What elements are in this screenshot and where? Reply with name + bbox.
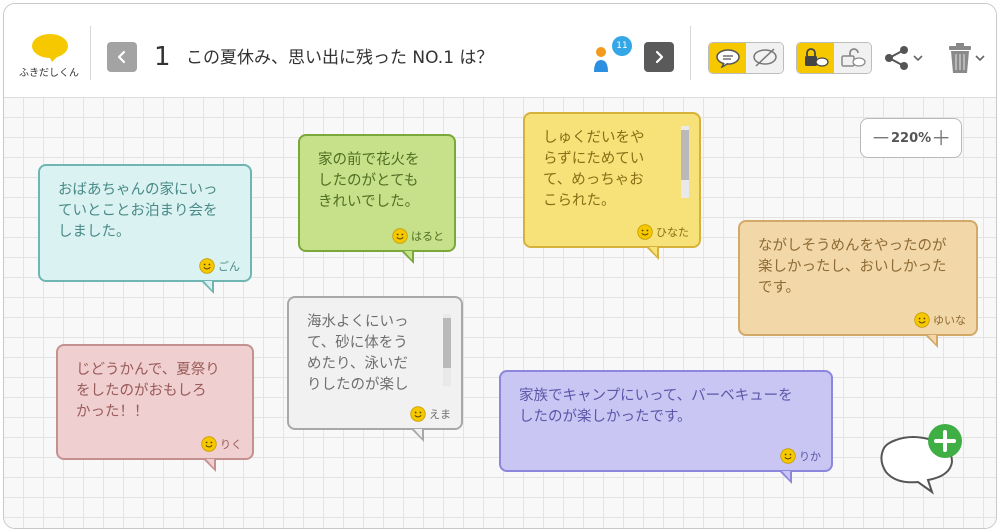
question-number: 1 (154, 42, 171, 72)
unlock-option[interactable] (834, 43, 871, 73)
comment-author: ひなた (637, 224, 689, 240)
next-question-button[interactable] (644, 42, 674, 72)
comment-card[interactable]: 家の前で花火を したのがとても きれいでした。 はると (298, 134, 456, 252)
delete-button[interactable] (946, 40, 994, 76)
participants-count-badge: 11 (612, 36, 632, 56)
comment-visibility-toggle[interactable] (708, 42, 784, 74)
toolbar: ふきだしくん 1 この夏休み、思い出に残った NO.1 は？ 11 (4, 4, 996, 98)
comment-text: ながしそうめんをやったのが 楽しかったし、おいしかった です。 (758, 238, 947, 296)
chevron-down-icon (975, 55, 985, 62)
chevron-left-icon (117, 50, 126, 64)
comment-board[interactable]: － 220% ＋ おばあちゃんの家にいっ ていとことお泊まり会を しました。 ご… (4, 98, 996, 528)
question-title: この夏休み、思い出に残った NO.1 は？ (186, 48, 494, 68)
zoom-control: － 220% ＋ (860, 118, 962, 158)
smiley-icon (201, 436, 217, 452)
comment-card[interactable]: おばあちゃんの家にいっ ていとことお泊まり会を しました。 ごん (38, 164, 252, 282)
hide-comments-option[interactable] (746, 43, 783, 73)
trash-icon (949, 43, 971, 73)
card-scrollbar[interactable] (443, 314, 451, 386)
comment-author: ゆいな (914, 312, 966, 328)
users-icon (594, 47, 608, 72)
show-comments-option[interactable] (709, 43, 746, 73)
comment-text: じどうかんで、夏祭り をしたのがおもしろ かった！！ (76, 362, 220, 420)
chevron-right-icon (655, 50, 664, 64)
comment-author: はると (392, 228, 444, 244)
smiley-icon (410, 406, 426, 422)
comment-card[interactable]: しゅくだいをや らずにためてい て、めっちゃお こられた。 ひなた (523, 112, 701, 248)
author-name: ゆいな (933, 314, 966, 327)
smiley-icon (637, 224, 653, 240)
comment-text: 家の前で花火を したのがとても きれいでした。 (318, 152, 420, 210)
card-scrollbar[interactable] (681, 126, 689, 198)
zoom-in-button[interactable]: ＋ (931, 126, 952, 150)
comment-visible-icon (715, 49, 740, 68)
lock-toggle[interactable] (796, 42, 872, 74)
prev-question-button[interactable] (107, 42, 137, 72)
zoom-level: 220% (891, 130, 932, 146)
zoom-out-button[interactable]: － (871, 126, 891, 150)
author-name: りく (220, 438, 242, 451)
participants-button[interactable] (590, 38, 632, 78)
comment-card[interactable]: ながしそうめんをやったのが 楽しかったし、おいしかった です。 ゆいな (738, 220, 978, 336)
comment-author: りか (780, 448, 821, 464)
author-name: えま (429, 408, 451, 421)
smiley-icon (914, 312, 930, 328)
share-icon (885, 46, 908, 70)
app-logo[interactable]: ふきだしくん (16, 32, 82, 80)
comment-card[interactable]: じどうかんで、夏祭り をしたのがおもしろ かった！！ りく (56, 344, 254, 460)
app-window: ふきだしくん 1 この夏休み、思い出に残った NO.1 は？ 11 (3, 3, 997, 529)
comment-author: ごん (199, 258, 240, 274)
author-name: りか (799, 450, 821, 463)
comment-text: 家族でキャンプにいって、バーベキューを したのが楽しかったです。 (519, 388, 793, 425)
comment-author: りく (201, 436, 242, 452)
author-name: ごん (218, 260, 240, 273)
divider (90, 26, 91, 80)
smiley-icon (392, 228, 408, 244)
comment-card[interactable]: 海水よくにいっ て、砂に体をう めたり、泳いだ りしたのが楽し えま (287, 296, 463, 430)
smiley-icon (199, 258, 215, 274)
comment-author: えま (410, 406, 451, 422)
lock-option[interactable] (797, 43, 834, 73)
comment-hidden-icon (752, 48, 777, 67)
logo-text: ふきだしくん (19, 68, 79, 79)
comment-text: しゅくだいをや らずにためてい て、めっちゃお こられた。 (543, 130, 645, 209)
add-comment-button[interactable] (872, 424, 964, 498)
author-name: ひなた (656, 226, 689, 239)
comment-text: おばあちゃんの家にいっ ていとことお泊まり会を しました。 (58, 182, 218, 240)
author-name: はると (411, 230, 444, 243)
smiley-icon (780, 448, 796, 464)
unlock-icon (840, 48, 866, 67)
comment-text: 海水よくにいっ て、砂に体をう めたり、泳いだ りしたのが楽し (307, 314, 409, 393)
share-button[interactable] (882, 42, 932, 74)
lock-icon (804, 48, 829, 67)
plus-icon (928, 424, 962, 458)
comment-card[interactable]: 家族でキャンプにいって、バーベキューを したのが楽しかったです。 りか (499, 370, 833, 472)
divider (690, 26, 691, 80)
chevron-down-icon (913, 55, 923, 62)
